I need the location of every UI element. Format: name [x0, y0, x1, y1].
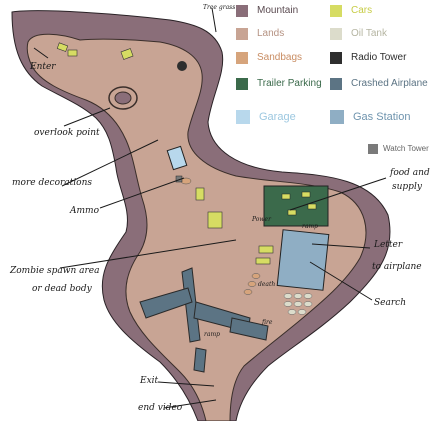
car-2 — [67, 49, 78, 57]
overlook-ring-inner — [114, 91, 132, 105]
legend-gas-station: Gas Station — [330, 108, 410, 126]
swatch-gas-station — [330, 110, 344, 124]
legend-label-sandbags: Sandbags — [257, 52, 303, 63]
legend-label-radio-tower: Radio Tower — [351, 52, 407, 63]
annotation-ramp-lower: ramp — [204, 331, 220, 338]
trailer-car-2 — [301, 191, 311, 198]
swatch-mountain — [236, 5, 248, 17]
annotation-more-decorations: more decorations — [12, 178, 92, 188]
car-5 — [207, 211, 223, 229]
annotation-overlook-point: overlook point — [34, 128, 100, 138]
annotation-ammo: Ammo — [70, 206, 99, 216]
legend-label-gas-station: Gas Station — [353, 111, 411, 123]
legend-garage: Garage — [236, 108, 296, 126]
annotation-power: Power — [252, 216, 271, 223]
legend-trailer-parking: Trailer Parking — [236, 75, 322, 93]
annotation-letter: Letter — [374, 240, 403, 250]
overlook-ring — [108, 86, 138, 110]
legend-cars: Cars — [330, 2, 372, 20]
legend-label-crashed-airplane: Crashed Airplane — [351, 78, 428, 89]
legend-label-watch-tower: Watch Tower — [383, 144, 429, 153]
car-4 — [195, 187, 205, 201]
annotation-or-dead-body: or dead body — [32, 284, 92, 294]
legend-mountain: Mountain — [236, 2, 298, 20]
annotation-fire: fire — [262, 319, 273, 326]
annotation-zombie-spawn-area: Zombie spawn area — [10, 266, 100, 276]
legend-label-oil-tank: Oil Tank — [351, 28, 387, 39]
swatch-radio-tower — [330, 52, 342, 64]
trailer-car-3 — [307, 203, 317, 210]
car-6 — [258, 245, 274, 254]
swatch-cars — [330, 5, 342, 17]
garage — [166, 145, 188, 171]
swatch-watch-tower — [368, 144, 378, 154]
annotation-food-and: food and — [390, 168, 430, 178]
annotation-ramp-upper: ramp — [302, 223, 318, 230]
swatch-sandbags — [236, 52, 248, 64]
legend-label-mountain: Mountain — [257, 5, 299, 16]
annotation-to-airplane: to airplane — [372, 262, 422, 272]
annotation-arrows — [33, 7, 387, 409]
swatch-oil-tank — [330, 28, 342, 40]
legend-label-garage: Garage — [259, 111, 296, 123]
trailer-car-1 — [281, 193, 291, 200]
trailer-parking — [263, 185, 329, 227]
legend-label-trailer-parking: Trailer Parking — [257, 78, 322, 89]
annotation-search: Search — [374, 298, 406, 308]
swatch-garage — [236, 110, 250, 124]
legend-label-lands: Lands — [257, 28, 285, 39]
lands-area — [26, 33, 367, 421]
legend-lands: Lands — [236, 25, 284, 43]
car-1 — [56, 42, 69, 52]
annotation-death: death — [258, 281, 276, 288]
swatch-crashed-airplane — [330, 78, 342, 90]
annotation-exit: Exit — [140, 376, 159, 386]
annotation-end-video: end video — [138, 403, 183, 413]
swatch-lands — [236, 28, 248, 40]
oil-tanks — [283, 293, 313, 315]
car-3 — [120, 48, 134, 60]
swatch-trailer-parking — [236, 78, 248, 90]
gas-station — [276, 229, 330, 291]
crashed-airplane — [139, 267, 269, 373]
legend-label-cars: Cars — [351, 5, 373, 16]
trailer-car-4 — [287, 209, 297, 216]
legend-sandbags: Sandbags — [236, 49, 302, 67]
legend-crashed-airplane: Crashed Airplane — [330, 75, 428, 93]
radio-tower-marker — [177, 61, 187, 71]
legend-watch-tower: Watch Tower — [368, 140, 429, 158]
legend-oil-tank: Oil Tank — [330, 25, 387, 43]
car-7 — [255, 257, 271, 265]
annotation-supply: supply — [392, 182, 422, 192]
annotation-enter: Enter — [30, 62, 56, 72]
annotation-tree-grass: Tree grass — [203, 4, 236, 11]
legend-radio-tower: Radio Tower — [330, 49, 406, 67]
